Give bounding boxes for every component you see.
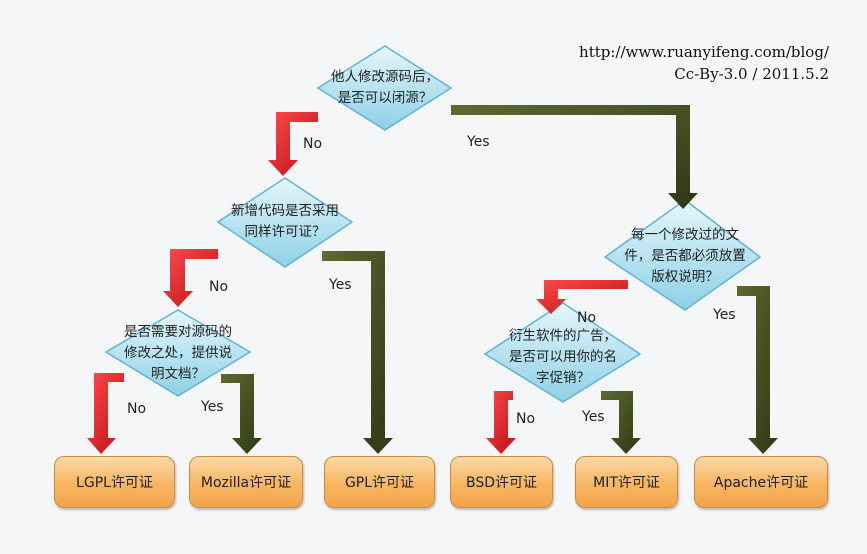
decision-line: 是否可以用你的名 [509,349,617,365]
arrow-closed-source-yes [451,105,698,209]
edge-label-copyright-notice-no: No [577,310,597,326]
edge-label-document-changes-no: No [127,401,147,417]
result-lgpl: LGPL许可证 [54,456,175,508]
diamond-advertising [483,302,642,403]
decision-line: 修改之处，提供说 [124,345,232,361]
result-gpl: GPL许可证 [324,456,435,508]
arrow-same-license-no [163,249,218,307]
decision-line: 衍生软件的广告， [509,328,617,344]
result-apache: Apache许可证 [694,456,828,508]
arrow-document-changes-yes [221,374,262,454]
result-mozilla: Mozilla许可证 [189,456,303,508]
diamond-copyright-notice [603,199,762,311]
arrow-advertising-no [486,391,516,454]
decision-line: 每一个修改过的文 [631,227,739,243]
decision-line: 是否需要对源码的 [124,324,232,340]
edge-label-document-changes-yes: Yes [201,399,224,415]
decision-document-changes-text: 是否需要对源码的 修改之处，提供说 明文档？ [103,322,253,385]
edge-label-closed-source-no: No [303,136,323,152]
decision-copyright-notice-text: 每一个修改过的文 件，是否都必须放置 版权说明？ [605,225,765,288]
arrow-advertising-yes [601,391,641,454]
credit-license: Cc-By-3.0 / 2011.5.2 [674,65,829,83]
edge-label-closed-source-yes: Yes [467,134,490,150]
arrow-copyright-notice-no [536,280,628,314]
decision-line: 新增代码是否采用 [231,203,339,219]
decision-line: 件，是否都必须放置 [624,248,746,264]
credit-url: http://www.ruanyifeng.com/blog/ [579,43,829,61]
decision-line: 字促销？ [536,370,590,386]
result-bsd: BSD许可证 [450,456,553,508]
diamond-closed-source [316,45,453,131]
decision-closed-source-text: 他人修改源码后， 是否可以闭源？ [315,67,455,109]
edge-label-advertising-yes: Yes [582,409,605,425]
decision-same-license-text: 新增代码是否采用 同样许可证？ [215,201,355,243]
arrow-closed-source-no [268,112,318,176]
edge-label-same-license-no: No [209,279,229,295]
decision-line: 同样许可证？ [244,224,326,240]
arrow-same-license-yes [322,251,393,454]
decision-line: 他人修改源码后， [331,69,439,85]
arrow-document-changes-no [87,373,124,454]
arrow-copyright-notice-yes [737,286,778,454]
edge-label-same-license-yes: Yes [329,277,352,293]
decision-line: 版权说明？ [651,269,719,285]
edge-label-advertising-no: No [516,411,536,427]
diamond-document-changes [104,309,252,397]
edge-label-copyright-notice-yes: Yes [713,307,736,323]
result-mit: MIT许可证 [575,456,678,508]
diamond-same-license [216,177,354,268]
decision-line: 是否可以闭源？ [337,90,433,106]
decision-advertising-text: 衍生软件的广告， 是否可以用你的名 字促销？ [483,326,643,389]
decision-line: 明文档？ [151,366,205,382]
